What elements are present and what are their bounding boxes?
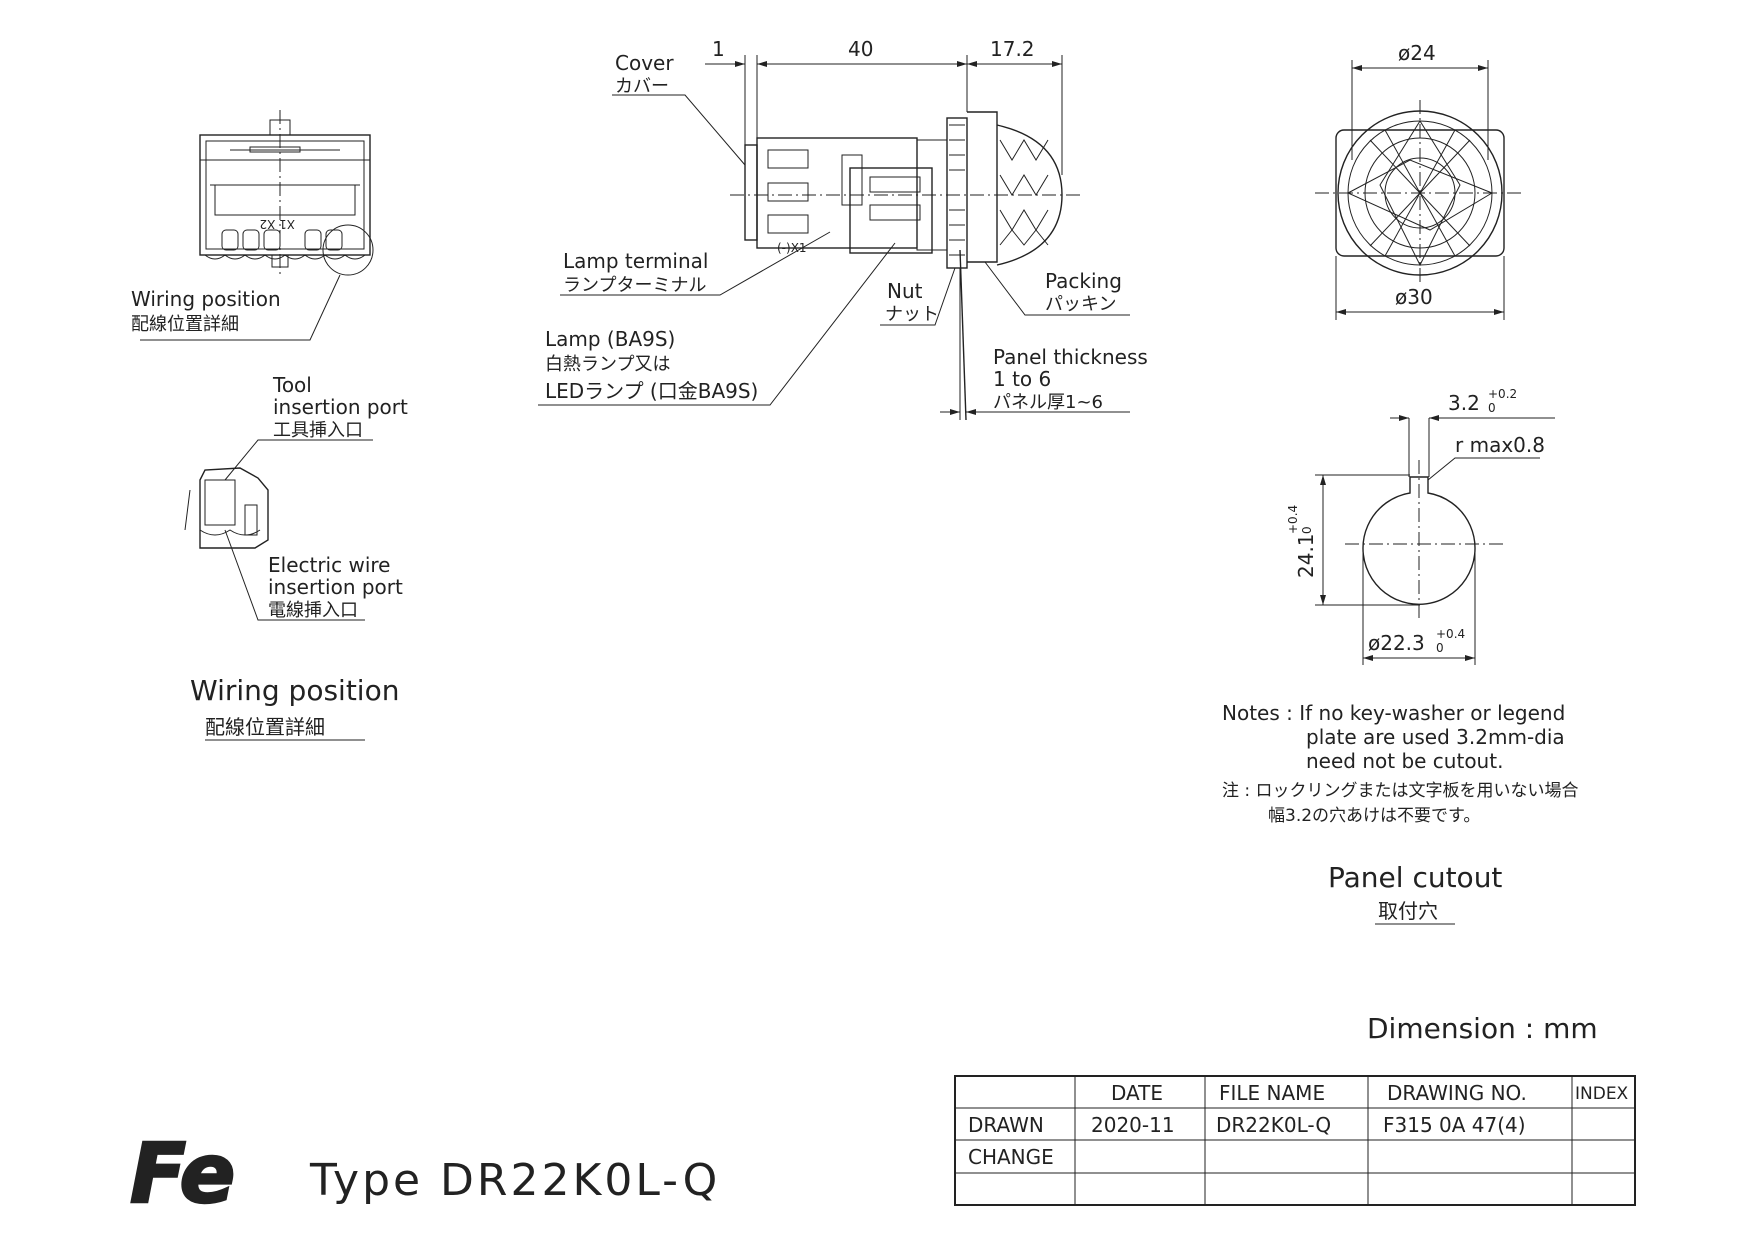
tool-port-label-en1: Tool [272, 373, 312, 397]
lamp-label-jp1: 白熱ランプ又は [545, 354, 670, 375]
cutout-radius: r max0.8 [1455, 433, 1545, 457]
notes-jp-line2: 幅3.2の穴あけは不要です。 [1268, 806, 1480, 826]
wiring-detail-circle [322, 224, 374, 276]
tb-header-file-name: FILE NAME [1219, 1081, 1325, 1105]
type-label: Type DR22K0L-Q [309, 1155, 720, 1206]
tool-port-label-en2: insertion port [273, 395, 408, 419]
wiring-detail-view: Tool insertion port 工具挿入口 Electric wire … [184, 373, 408, 741]
cutout-diameter-tol-lower: 0 [1436, 641, 1444, 655]
tb-row-drawn-date: 2020-11 [1091, 1113, 1175, 1137]
front-dim-bottom: ø30 [1395, 285, 1433, 309]
tb-header-index: INDEX [1575, 1084, 1629, 1104]
dim-17-2: 17.2 [990, 37, 1035, 61]
rear-view: X1 X2 Wiring position 配線位置詳細 [131, 110, 374, 341]
panel-cutout-caption-jp: 取付穴 [1378, 899, 1438, 923]
panel-thickness-jp: パネル厚1~6 [993, 392, 1103, 413]
cover-label-en: Cover [615, 51, 674, 75]
dim-40: 40 [848, 37, 873, 61]
fe-logo: Fe [129, 1126, 237, 1224]
front-view: ø24 ø30 [1315, 41, 1525, 320]
tb-row-drawn-file: DR22K0L-Q [1216, 1113, 1331, 1137]
fe-logo-text: Fe [130, 1127, 235, 1222]
lamp-label-jp2: LEDランプ (口金BA9S) [545, 379, 758, 403]
tb-row-drawn-label: DRAWN [968, 1113, 1044, 1137]
side-view: 1 40 17.2 (-)X1 [538, 37, 1148, 421]
tool-port-label-jp: 工具挿入口 [273, 420, 363, 441]
wire-port-label-en1: Electric wire [268, 553, 390, 577]
nut-label-jp: ナット [885, 304, 939, 325]
panel-cutout-view: 3.2 +0.2 0 r max0.8 24.1 +0.4 0 ø22.3 +0… [1286, 387, 1555, 925]
wire-port-label-en2: insertion port [268, 575, 403, 599]
notes-en-line1: Notes : If no key-washer or legend [1222, 701, 1565, 725]
tb-row-drawn-drawing-no: F315 0A 47(4) [1383, 1113, 1526, 1137]
wiring-position-label-jp: 配線位置詳細 [131, 314, 239, 335]
cover-label-jp: カバー [615, 76, 669, 97]
cutout-key-width: 3.2 [1448, 391, 1480, 415]
lamp-terminal-label-en: Lamp terminal [563, 249, 708, 273]
tb-row-change-label: CHANGE [968, 1145, 1054, 1169]
wiring-position-label-en: Wiring position [131, 287, 281, 311]
wire-port-label-jp: 電線挿入口 [268, 600, 358, 621]
cutout-height-tol-lower: 0 [1300, 526, 1314, 534]
notes: Notes : If no key-washer or legend plate… [1222, 701, 1579, 826]
title-block: DATE FILE NAME DRAWING NO. INDEX DRAWN 2… [954, 1075, 1636, 1206]
cutout-diameter: ø22.3 [1368, 631, 1425, 655]
cutout-height: 24.1 [1294, 533, 1318, 578]
nut-label-en: Nut [887, 279, 923, 303]
panel-thickness-en1: Panel thickness [993, 345, 1148, 369]
packing-label-jp: パッキン [1045, 294, 1116, 315]
cutout-key-width-tol-upper: +0.2 [1488, 387, 1517, 401]
lamp-label-en: Lamp (BA9S) [545, 327, 675, 351]
packing-label-en: Packing [1045, 269, 1122, 293]
cutout-diameter-tol-upper: +0.4 [1436, 627, 1465, 641]
dimension-unit: Dimension : mm [1367, 1012, 1598, 1045]
cutout-key-width-tol-lower: 0 [1488, 401, 1496, 415]
rear-terminal-marking: X1 X2 [259, 217, 295, 231]
front-dim-top: ø24 [1398, 41, 1436, 65]
tb-header-drawing-no: DRAWING NO. [1387, 1081, 1527, 1105]
notes-jp-line1: 注 : ロックリングまたは文字板を用いない場合 [1222, 781, 1579, 801]
notes-en-line3: need not be cutout. [1306, 749, 1503, 773]
lamp-terminal-label-jp: ランプターミナル [563, 275, 706, 296]
tb-header-date: DATE [1111, 1081, 1163, 1105]
panel-cutout-caption-en: Panel cutout [1328, 861, 1502, 894]
panel-thickness-en2: 1 to 6 [993, 367, 1051, 391]
dim-1: 1 [712, 37, 725, 61]
wiring-position-caption-en: Wiring position [190, 674, 399, 707]
cutout-height-tol-upper: +0.4 [1286, 505, 1300, 534]
notes-en-line2: plate are used 3.2mm-dia [1306, 725, 1565, 749]
wiring-position-caption-jp: 配線位置詳細 [205, 715, 325, 739]
side-terminal-marking: (-)X1 [777, 241, 807, 255]
